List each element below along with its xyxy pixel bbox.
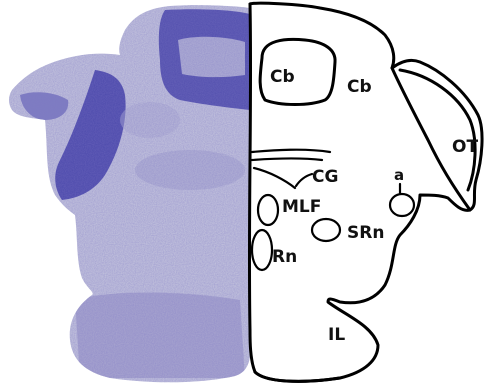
label-ot: OT: [452, 137, 478, 157]
cg-tract: [250, 148, 332, 154]
il-region: [253, 370, 342, 383]
srn-nucleus: [310, 217, 342, 243]
label-srn: SRn: [347, 223, 384, 243]
label-il: IL: [328, 325, 345, 345]
label-cb-outer: Cb: [347, 77, 372, 97]
section-outline: [248, 1, 484, 383]
cb-inner-region: [258, 37, 337, 106]
schematic-outline: [247, 1, 484, 383]
label-cg: CG: [312, 167, 338, 187]
label-rn: Rn: [272, 247, 297, 267]
mlf-nucleus: [256, 193, 280, 227]
label-cb-inner: Cb: [270, 67, 295, 87]
midline: [247, 2, 253, 332]
label-a: a: [394, 166, 404, 184]
label-mlf: MLF: [282, 197, 321, 217]
stained-section: [9, 5, 251, 383]
a-nucleus: [388, 192, 416, 218]
ot-region: [390, 66, 472, 212]
rn-nucleus: [250, 228, 274, 272]
region-labels: Cb Cb OT CG a MLF SRn Rn IL: [270, 67, 478, 345]
